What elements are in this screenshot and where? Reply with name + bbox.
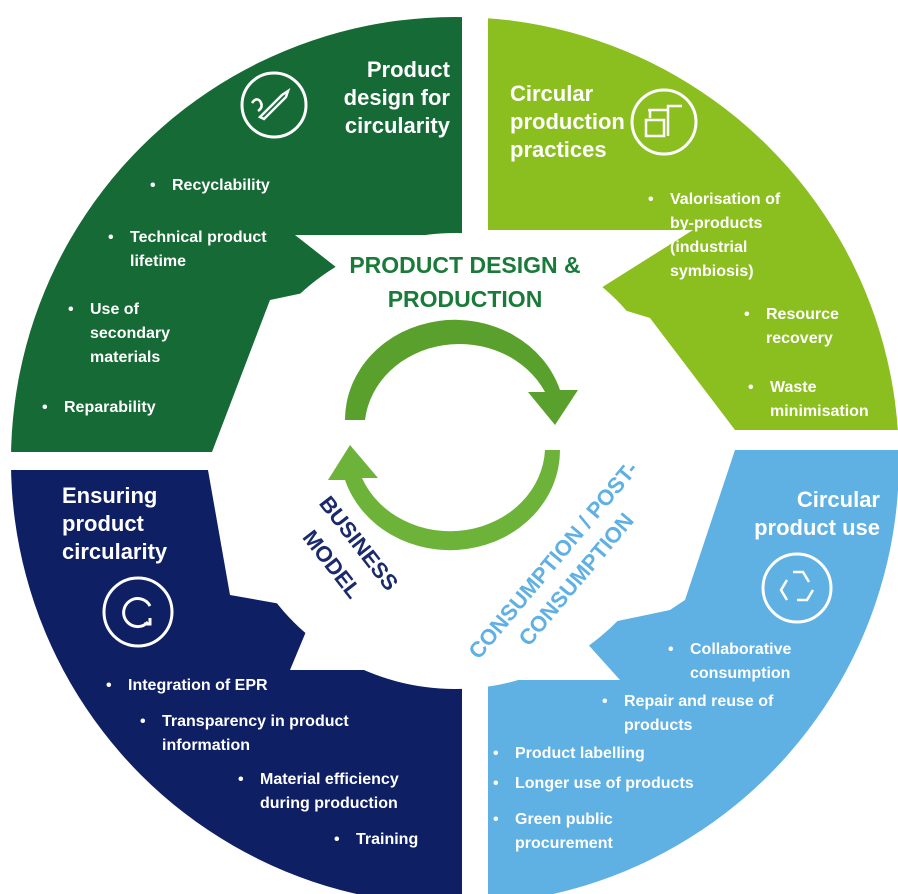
bullet: • [140, 713, 146, 730]
center-top-label-line2: PRODUCTION [387, 286, 543, 312]
title-line: product use [754, 515, 880, 540]
title-line: practices [510, 137, 607, 162]
item-text: by-products [670, 215, 763, 232]
refresh-cycle-icon [102, 576, 174, 648]
item-text: secondary [90, 325, 171, 342]
item-text: Material efficiency [260, 771, 399, 788]
item-text: lifetime [130, 253, 187, 270]
bullet: • [668, 641, 674, 658]
bullet: • [108, 229, 114, 246]
bullet: • [493, 745, 499, 762]
bullet: • [493, 811, 499, 828]
list-item: • Repair and reuse of products [602, 690, 774, 738]
item-text: symbiosis) [670, 263, 754, 280]
list-item: • Reparability [42, 396, 156, 420]
item-text: Product labelling [515, 745, 645, 762]
item-text: Training [356, 831, 419, 848]
bullet: • [602, 693, 608, 710]
list-item: • Product labelling [493, 742, 645, 766]
list-item: • Longer use of products [493, 772, 694, 796]
item-text: materials [90, 349, 161, 366]
item-text: Reparability [64, 399, 156, 416]
title-line: circularity [344, 113, 450, 138]
item-text: Recyclability [172, 177, 270, 194]
center-top-label-line1: PRODUCT DESIGN & [349, 252, 581, 278]
list-item: • Transparency in product information [140, 710, 349, 758]
list-item: • Material efficiency during production [238, 768, 399, 816]
item-text: Use of [90, 301, 139, 318]
list-item: • Technical product lifetime [108, 226, 267, 274]
list-item: • Recyclability [150, 174, 270, 198]
top-right-title: Circular production practices [510, 80, 640, 164]
item-text: Integration of EPR [128, 677, 268, 694]
center-cycle-arrows [328, 319, 578, 551]
list-item: • Valorisation of by-products (industrial sy… [648, 188, 781, 284]
item-text: during production [260, 795, 398, 812]
top-left-title: Product design for circularity [320, 56, 450, 140]
item-text: consumption [690, 665, 791, 682]
list-item: • Waste minimisation [748, 376, 869, 424]
title-line: product [62, 511, 144, 536]
item-text: Transparency in product [162, 713, 349, 730]
bullet: • [238, 771, 244, 788]
title-line: Circular [796, 487, 880, 512]
item-text: Valorisation of [670, 191, 781, 208]
item-text: Repair and reuse of [624, 693, 774, 710]
item-text: recovery [766, 330, 833, 347]
item-text: Resource [766, 306, 839, 323]
bottom-right-title: Circular product use [740, 486, 880, 542]
bottom-left-title: Ensuring product circularity [62, 482, 202, 566]
item-text: products [624, 717, 693, 734]
item-text: information [162, 737, 250, 754]
title-line: design for [343, 85, 450, 110]
bullet: • [748, 379, 754, 396]
list-item: • Collaborative consumption [668, 638, 792, 686]
center-top-label: PRODUCT DESIGN & PRODUCTION [330, 248, 600, 316]
paintbrush-icon [240, 71, 308, 139]
bullet: • [150, 177, 156, 194]
list-item: • Use of secondary materials [68, 298, 171, 370]
bullet: • [68, 301, 74, 318]
bullet: • [493, 775, 499, 792]
bullet: • [744, 306, 750, 323]
title-line: Ensuring [62, 483, 158, 508]
title-line: Product [366, 57, 450, 82]
item-text: (industrial [670, 239, 748, 256]
item-text: Waste [770, 379, 817, 396]
bullet: • [106, 677, 112, 694]
item-text: Technical product [130, 229, 267, 246]
bullet: • [334, 831, 340, 848]
title-line: circularity [62, 539, 168, 564]
factory-crane-icon [630, 88, 698, 156]
title-line: production [510, 109, 625, 134]
item-text: minimisation [770, 403, 869, 420]
bullet: • [42, 399, 48, 416]
item-text: Collaborative [690, 641, 792, 658]
recycle-icon [761, 552, 833, 624]
list-item: • Resource recovery [744, 303, 839, 351]
list-item: • Training [334, 828, 419, 852]
item-text: Longer use of products [515, 775, 694, 792]
title-line: Circular [510, 81, 594, 106]
list-item: • Green public procurement [493, 808, 613, 856]
item-text: Green public [515, 811, 613, 828]
item-text: procurement [515, 835, 613, 852]
bullet: • [648, 191, 654, 208]
list-item: • Integration of EPR [106, 674, 268, 698]
